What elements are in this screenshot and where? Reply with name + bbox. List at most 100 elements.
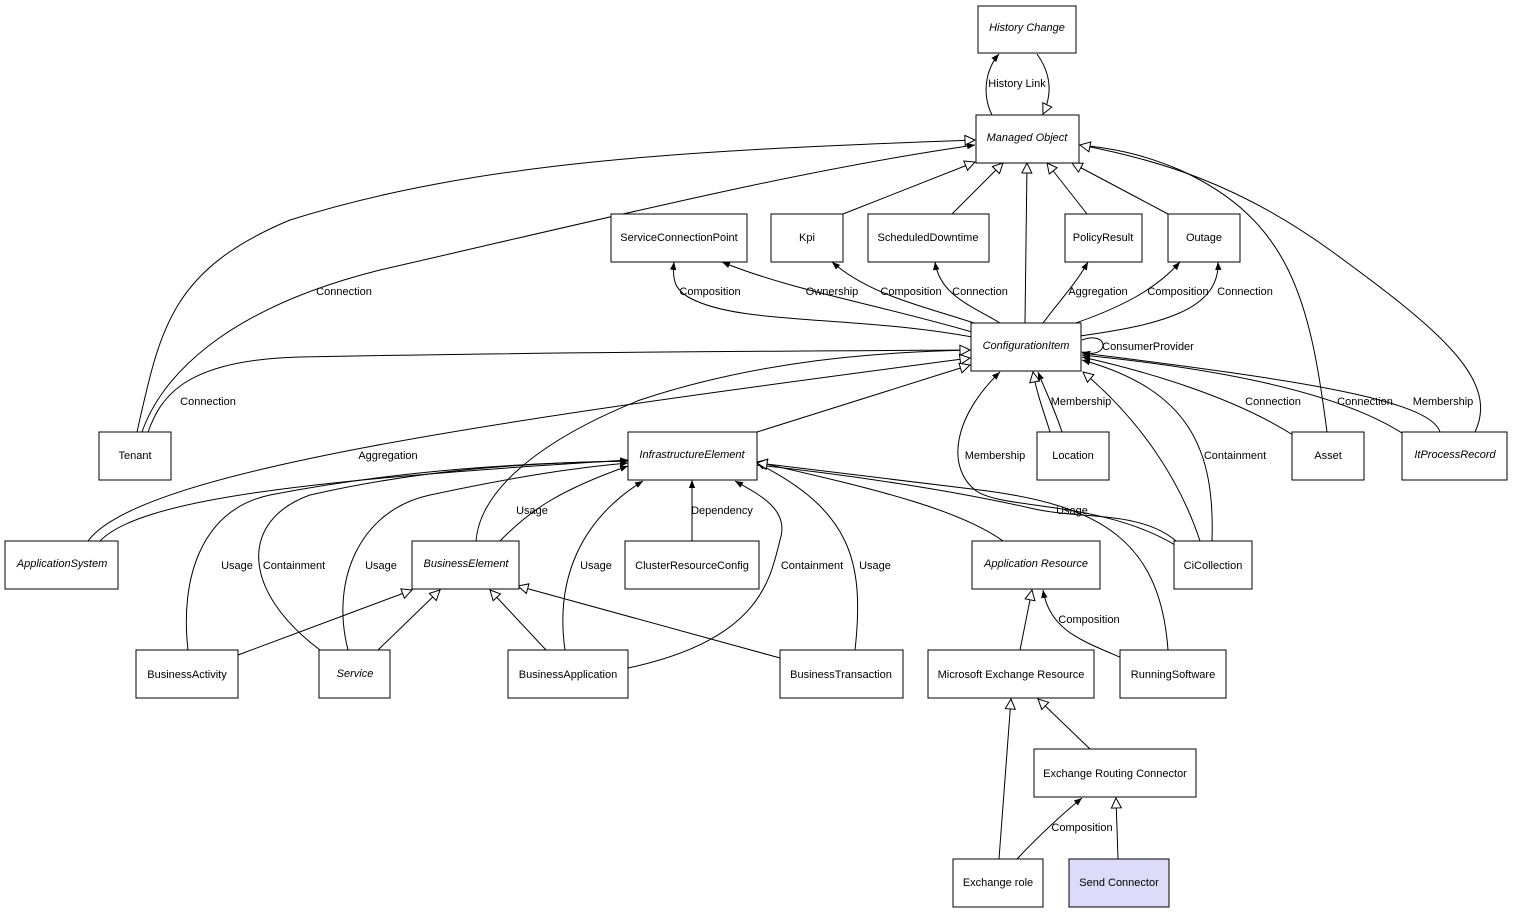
node-label: InfrastructureElement (639, 449, 745, 461)
edge-ci-outage-connection (1079, 261, 1222, 337)
edge-sd-mo-inherit (951, 163, 1003, 215)
edge-asset-ci-connection (1081, 355, 1294, 436)
node-service[interactable]: Service (318, 649, 391, 699)
node-configuration-item[interactable]: ConfigurationItem (970, 322, 1082, 372)
node-kpi[interactable]: Kpi (770, 213, 844, 263)
node-business-application[interactable]: BusinessApplication (507, 649, 629, 699)
node-label: ServiceConnectionPoint (620, 232, 737, 244)
node-label: Application Resource (983, 558, 1088, 570)
node-tenant[interactable]: Tenant (98, 431, 172, 481)
node-label: BusinessApplication (519, 669, 617, 681)
label-cic-containment: Containment (1204, 450, 1266, 462)
node-ms-exchange-resource[interactable]: Microsoft Exchange Resource (927, 649, 1095, 699)
edge-ci-scp-composition (669, 261, 973, 338)
node-business-activity[interactable]: BusinessActivity (135, 649, 239, 699)
edge-ci-outage-composition (1069, 261, 1181, 326)
node-business-transaction[interactable]: BusinessTransaction (779, 649, 904, 699)
node-label: Location (1052, 450, 1094, 462)
node-business-element[interactable]: BusinessElement (411, 540, 520, 590)
edge-ci-self-consumer-provider (1081, 337, 1104, 358)
label-ba-usage: Usage (221, 560, 253, 572)
node-cluster-resource-config[interactable]: ClusterResourceConfig (624, 540, 760, 590)
node-label: Exchange Routing Connector (1043, 768, 1187, 780)
node-outage[interactable]: Outage (1167, 213, 1241, 263)
node-history-change[interactable]: History Change (977, 5, 1077, 54)
node-label: BusinessElement (424, 558, 510, 570)
edge-be-ci-inherit (475, 350, 970, 542)
node-label: PolicyResult (1073, 232, 1134, 244)
node-infrastructure-element[interactable]: InfrastructureElement (627, 431, 758, 481)
node-managed-object[interactable]: Managed Object (975, 114, 1080, 164)
label-kpi-composition: Composition (880, 286, 941, 298)
label-er-composition: Composition (1051, 822, 1112, 834)
label-outage-composition: Composition (1147, 286, 1208, 298)
label-app-system-aggregation: Aggregation (358, 450, 417, 462)
label-itpr-membership: Membership (1413, 396, 1474, 408)
node-ci-collection[interactable]: CiCollection (1173, 540, 1253, 590)
label-itpr-connection: Connection (1337, 396, 1393, 408)
edge-as-ie-aggregation (99, 457, 629, 542)
edge-history-link-back (1036, 53, 1049, 114)
node-exchange-role[interactable]: Exchange role (952, 858, 1044, 908)
edge-ba-be-inherit (237, 590, 412, 656)
edge-location-ci-inherit (1033, 372, 1051, 433)
node-exchange-routing-connector[interactable]: Exchange Routing Connector (1033, 748, 1197, 798)
label-tenant-connection-ci: Connection (180, 396, 236, 408)
edge-cic-ci-containment (1081, 359, 1213, 542)
node-label: ConfigurationItem (983, 340, 1070, 352)
edge-ci-pr-aggregation (1042, 261, 1089, 324)
node-scheduled-downtime[interactable]: ScheduledDowntime (867, 213, 990, 263)
edge-bapp-ie-containment (627, 480, 783, 669)
edge-itpr-mo-inherit (1080, 145, 1481, 433)
edge-location-ci-membership (1037, 371, 1063, 433)
edge-cic-ci-membership (957, 371, 1176, 546)
label-tenant-connection-mo: Connection (316, 286, 372, 298)
edge-itpr-ci-connection (1081, 352, 1406, 436)
label-svc-usage: Usage (365, 560, 397, 572)
label-dependency: Dependency (691, 505, 753, 517)
label-cic-usage: Usage (1056, 505, 1088, 517)
node-policy-result[interactable]: PolicyResult (1064, 213, 1143, 263)
node-label: Kpi (799, 232, 815, 244)
node-label: Microsoft Exchange Resource (938, 669, 1085, 681)
label-bapp-containment: Containment (781, 560, 843, 572)
edge-history-link-forward (985, 53, 1000, 116)
label-asset-connection: Connection (1245, 396, 1301, 408)
node-service-connection-point[interactable]: ServiceConnectionPoint (610, 213, 748, 263)
node-application-system[interactable]: ApplicationSystem (4, 540, 119, 590)
edge-labels: History Link Connection Connection Compo… (180, 78, 1473, 834)
edge-svc-ie-usage (342, 460, 629, 651)
node-label: Outage (1186, 232, 1222, 244)
edge-ci-sd-connection (933, 261, 1001, 324)
label-kpi-ownership: Ownership (806, 286, 859, 298)
edge-as-ci-inherit (87, 358, 970, 542)
label-consumer-provider: ConsumerProvider (1102, 341, 1194, 353)
node-it-process-record[interactable]: ItProcessRecord (1401, 431, 1508, 481)
label-pr-aggregation: Aggregation (1068, 286, 1127, 298)
edge-pr-mo-inherit (1047, 163, 1088, 215)
node-location[interactable]: Location (1036, 431, 1110, 481)
node-label: ItProcessRecord (1414, 449, 1496, 461)
label-cic-membership: Membership (965, 450, 1026, 462)
edge-cic-ci-inherit (1083, 372, 1201, 542)
node-label: ApplicationSystem (16, 558, 108, 570)
label-history-link: History Link (988, 78, 1046, 90)
node-asset[interactable]: Asset (1291, 431, 1365, 481)
edge-svc-be-inherit (377, 590, 440, 651)
edge-bapp-ie-usage (562, 480, 644, 651)
node-label: Asset (1314, 450, 1342, 462)
label-bapp-usage: Usage (580, 560, 612, 572)
node-running-software[interactable]: RunningSoftware (1119, 649, 1227, 699)
label-scp-composition: Composition (679, 286, 740, 298)
edge-cic-ie-usage (756, 462, 1177, 542)
node-application-resource[interactable]: Application Resource (971, 540, 1101, 590)
edge-erc-mser-inherit (1038, 699, 1091, 750)
edge-ie-ci-inherit (756, 365, 970, 433)
edge-er-mser-inherit (998, 699, 1011, 860)
edge-ar-ie-inherit (757, 462, 1004, 542)
edge-mser-ar-inherit (1019, 590, 1032, 651)
edge-tenant-mo-inherit (136, 140, 975, 433)
node-send-connector[interactable]: Send Connector (1068, 858, 1170, 908)
edge-tenant-ci-connection (147, 346, 971, 433)
